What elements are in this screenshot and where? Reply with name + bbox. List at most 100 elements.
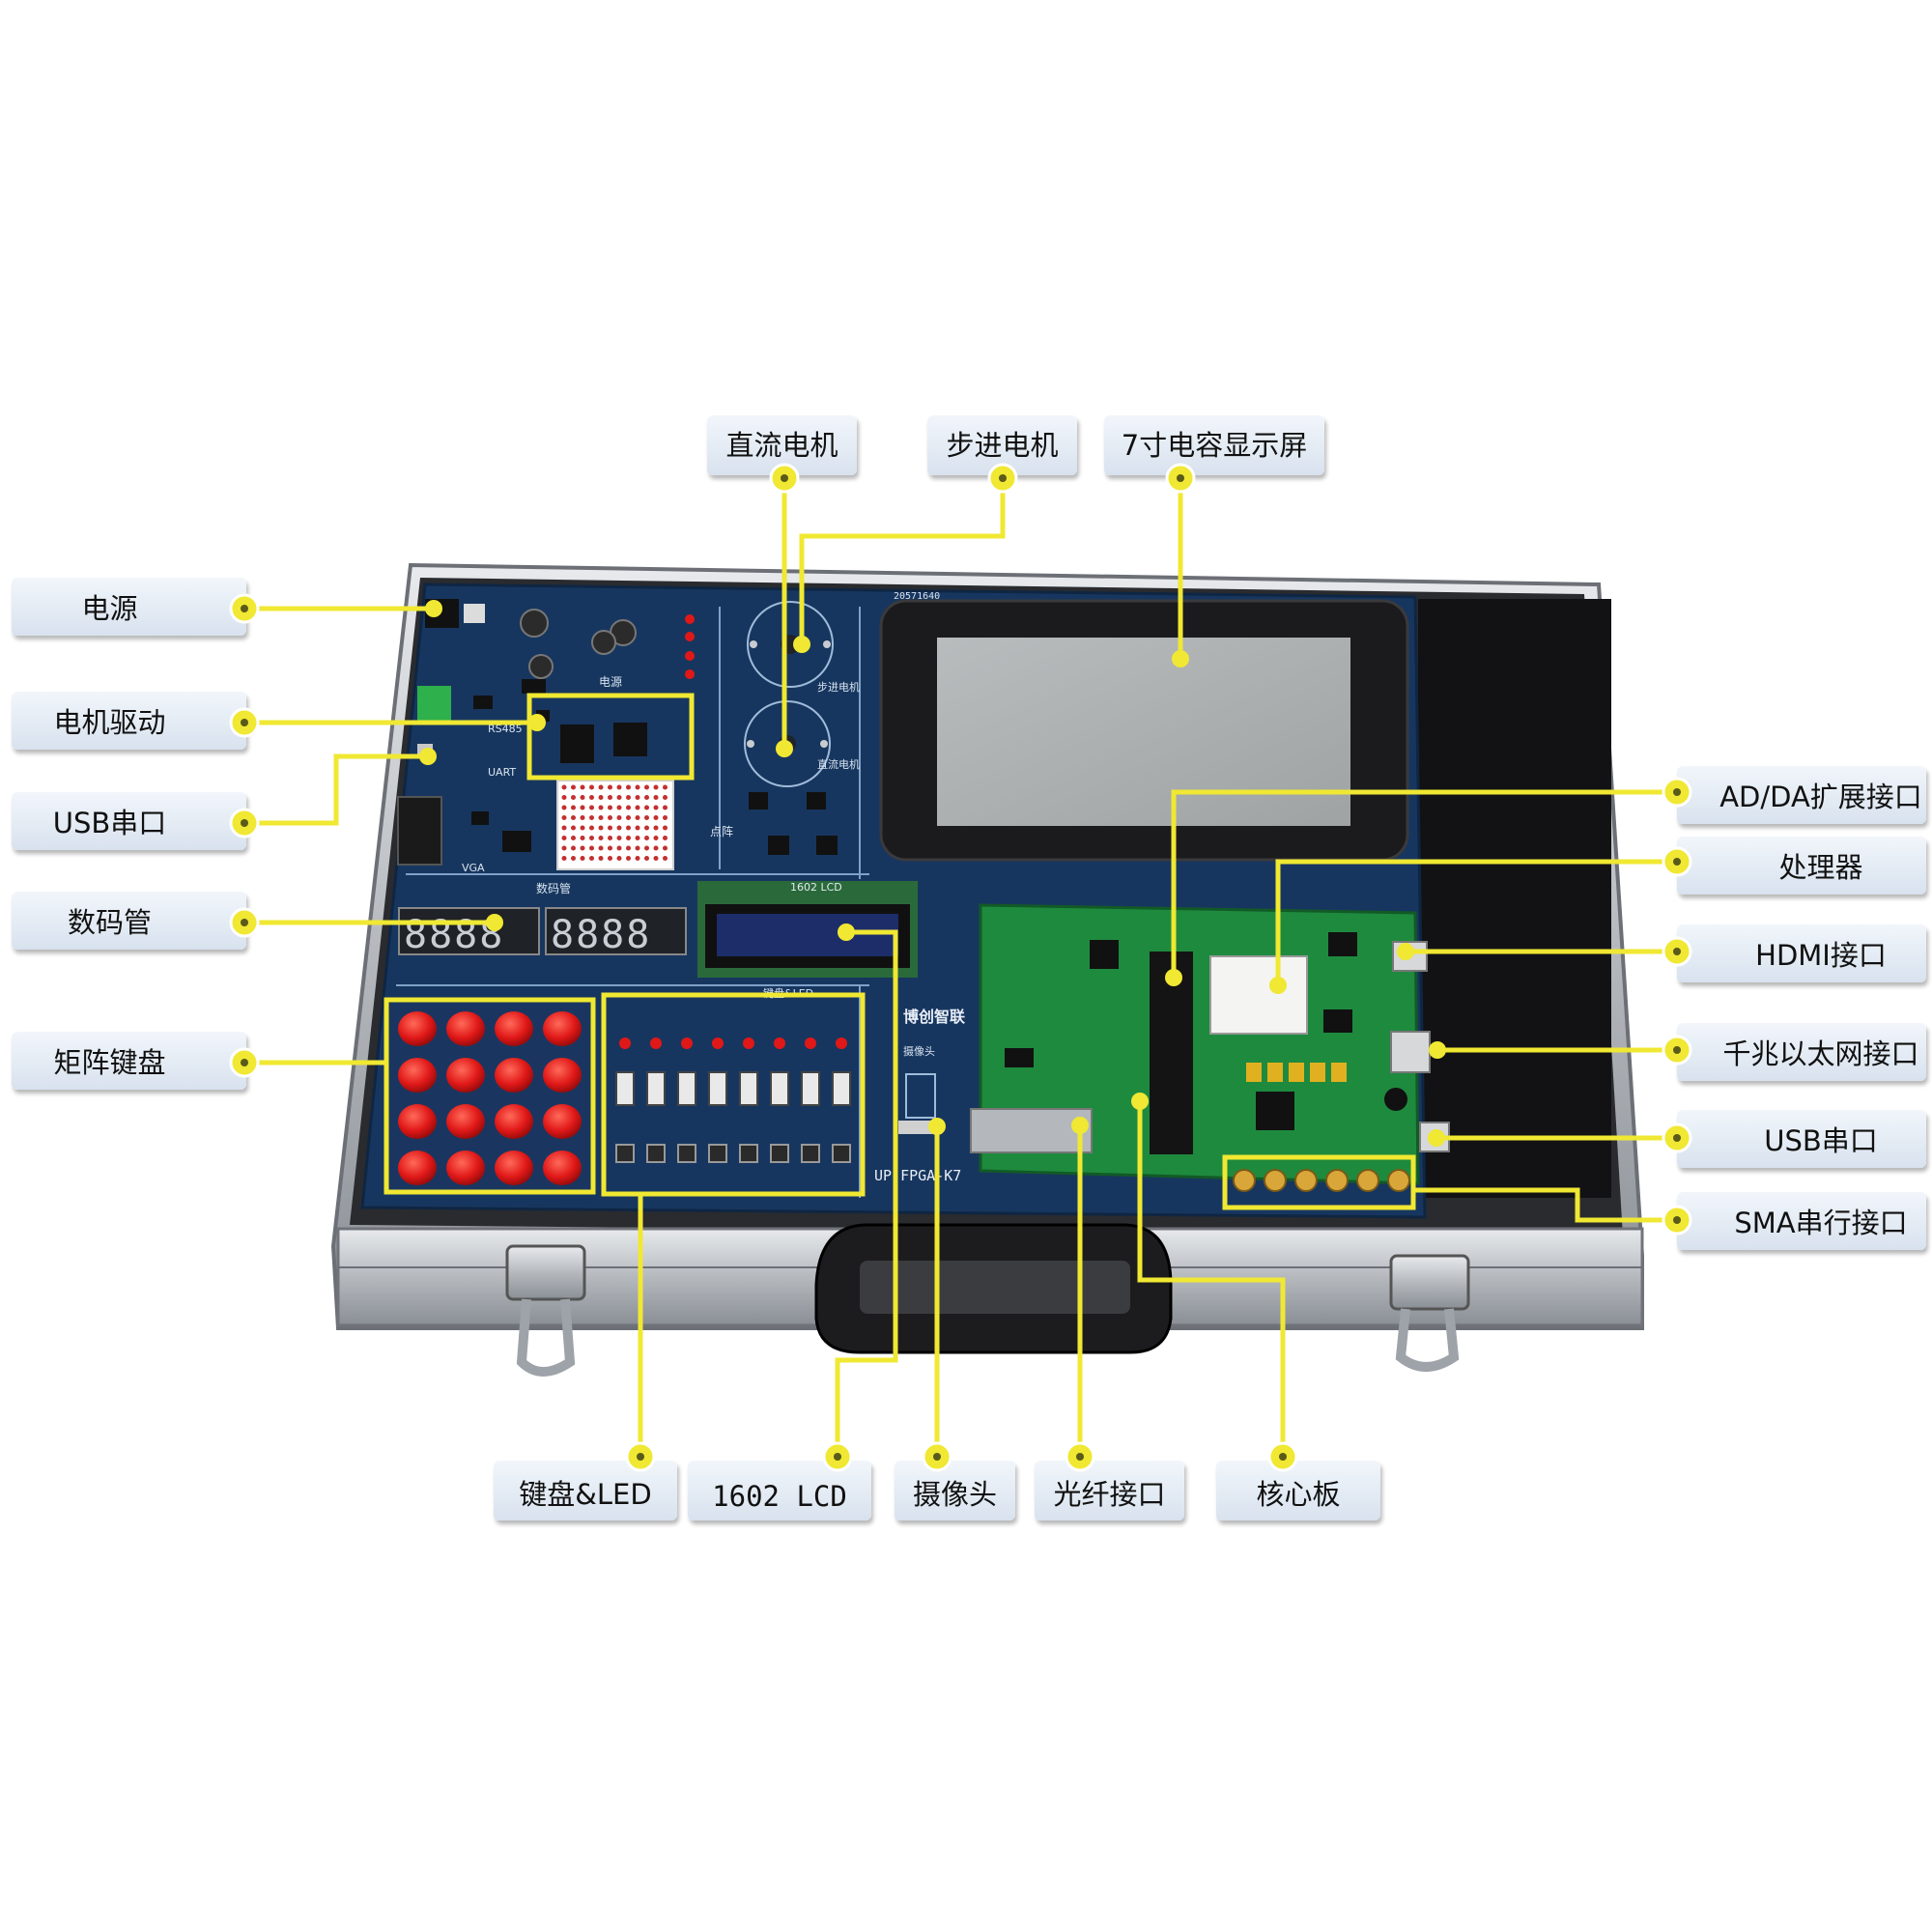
keypad-key bbox=[398, 1011, 437, 1046]
slide-switch bbox=[615, 1071, 635, 1106]
matrix-dot bbox=[561, 805, 567, 810]
keypad-key bbox=[398, 1104, 437, 1139]
label-adda: AD/DA扩展接口 bbox=[1677, 766, 1926, 824]
slide-switch bbox=[739, 1071, 758, 1106]
core-chip-1 bbox=[1090, 940, 1119, 969]
matrix-dot bbox=[635, 784, 640, 790]
slide-switch bbox=[677, 1071, 696, 1106]
pcb-dotmatrix: 点阵 bbox=[710, 825, 733, 838]
label-core-board: 核心板 bbox=[1216, 1461, 1380, 1520]
matrix-dot bbox=[644, 784, 649, 790]
keypad-key bbox=[446, 1104, 485, 1139]
keypad-key bbox=[398, 1151, 437, 1185]
label-camera: 摄像头 bbox=[895, 1461, 1015, 1520]
led bbox=[681, 1037, 693, 1049]
keys-led-photo: 键盘&LED bbox=[615, 986, 851, 1163]
matrix-dot bbox=[571, 805, 576, 810]
pcb-uart: UART bbox=[488, 766, 516, 779]
core-chip-2 bbox=[1328, 932, 1357, 956]
leader-adda bbox=[1171, 789, 1677, 978]
label-usb-serial-left: USB串口 bbox=[12, 792, 246, 850]
handle-bracket bbox=[860, 1261, 1130, 1314]
sfp-cage bbox=[970, 1108, 1093, 1153]
matrix-dot bbox=[571, 795, 576, 800]
led bbox=[805, 1037, 816, 1049]
matrix-dot bbox=[626, 856, 631, 861]
push-button bbox=[770, 1144, 789, 1163]
matrix-dot bbox=[644, 805, 649, 810]
leader-usb-left bbox=[244, 753, 425, 826]
seven-seg-right bbox=[545, 907, 687, 955]
matrix-dot bbox=[608, 784, 612, 790]
matrix-dot bbox=[598, 845, 604, 851]
pcb-rs485: RS485 bbox=[488, 723, 523, 735]
label-usb-serial-right: USB串口 bbox=[1677, 1110, 1926, 1168]
matrix-dot bbox=[608, 795, 612, 800]
matrix-dot bbox=[635, 825, 640, 831]
seven-seg-block: 数码管 8888 8888 bbox=[398, 881, 687, 957]
yellow-capacitors bbox=[1246, 1063, 1347, 1082]
dot-hdmi bbox=[1397, 943, 1414, 960]
label-processor: 处理器 bbox=[1677, 837, 1926, 895]
led bbox=[836, 1037, 847, 1049]
tantalum-capacitor bbox=[1267, 1063, 1283, 1082]
matrix-dot bbox=[653, 825, 659, 831]
matrix-dot bbox=[653, 836, 659, 840]
leader-sma bbox=[1413, 1187, 1677, 1223]
matrix-dot bbox=[561, 845, 567, 851]
matrix-dot bbox=[589, 856, 594, 861]
matrix-dot bbox=[635, 815, 640, 820]
pcb-power-label: 电源 bbox=[599, 675, 622, 689]
keypad-key bbox=[446, 1058, 485, 1093]
matrix-dot bbox=[616, 836, 622, 840]
slide-switch bbox=[646, 1071, 666, 1106]
matrix-dot bbox=[608, 836, 612, 840]
matrix-dot bbox=[626, 795, 631, 800]
matrix-dot bbox=[663, 825, 668, 831]
leader-processor bbox=[1275, 859, 1677, 985]
matrix-dot bbox=[561, 784, 567, 790]
matrix-dot bbox=[580, 805, 585, 810]
dc-motor bbox=[744, 700, 831, 787]
matrix-dot bbox=[644, 815, 649, 820]
matrix-dot bbox=[561, 825, 567, 831]
stepper-motor bbox=[747, 601, 834, 688]
keypad-key bbox=[446, 1151, 485, 1185]
keypad-key bbox=[495, 1104, 533, 1139]
sma-connector bbox=[1264, 1169, 1287, 1192]
matrix-dot bbox=[653, 856, 659, 861]
matrix-dot bbox=[653, 784, 659, 790]
matrix-dot bbox=[598, 815, 604, 820]
led bbox=[774, 1037, 785, 1049]
label-seven-segment: 数码管 bbox=[12, 892, 246, 950]
latch-left bbox=[505, 1244, 586, 1377]
motor-chip-4 bbox=[816, 836, 838, 855]
motor-driver-block: RS485 UART bbox=[417, 686, 647, 779]
slide-switch bbox=[770, 1071, 789, 1106]
matrix-dot bbox=[561, 795, 567, 800]
label-motor-driver: 电机驱动 bbox=[12, 692, 246, 750]
matrix-dot bbox=[616, 845, 622, 851]
keypad-key bbox=[446, 1011, 485, 1046]
label-matrix-keypad: 矩阵键盘 bbox=[12, 1032, 246, 1090]
latch-right bbox=[1389, 1254, 1470, 1372]
dot-processor bbox=[1269, 977, 1287, 994]
label-power: 电源 bbox=[12, 578, 246, 636]
matrix-dot bbox=[653, 845, 659, 851]
pcb-vga: VGA bbox=[462, 862, 485, 874]
matrix-dot bbox=[598, 784, 604, 790]
matrix-dot bbox=[616, 784, 622, 790]
matrix-dot bbox=[598, 805, 604, 810]
stepper-screw-l bbox=[750, 640, 757, 648]
matrix-dot bbox=[589, 845, 594, 851]
lcd-glass bbox=[717, 914, 898, 956]
matrix-dot bbox=[635, 845, 640, 851]
slide-switch bbox=[708, 1071, 727, 1106]
latch-left-ring bbox=[516, 1298, 576, 1377]
keypad-key bbox=[398, 1058, 437, 1093]
power-led-3 bbox=[685, 651, 695, 661]
dot-seven-seg bbox=[486, 914, 503, 931]
label-dc-motor: 直流电机 bbox=[707, 415, 857, 475]
